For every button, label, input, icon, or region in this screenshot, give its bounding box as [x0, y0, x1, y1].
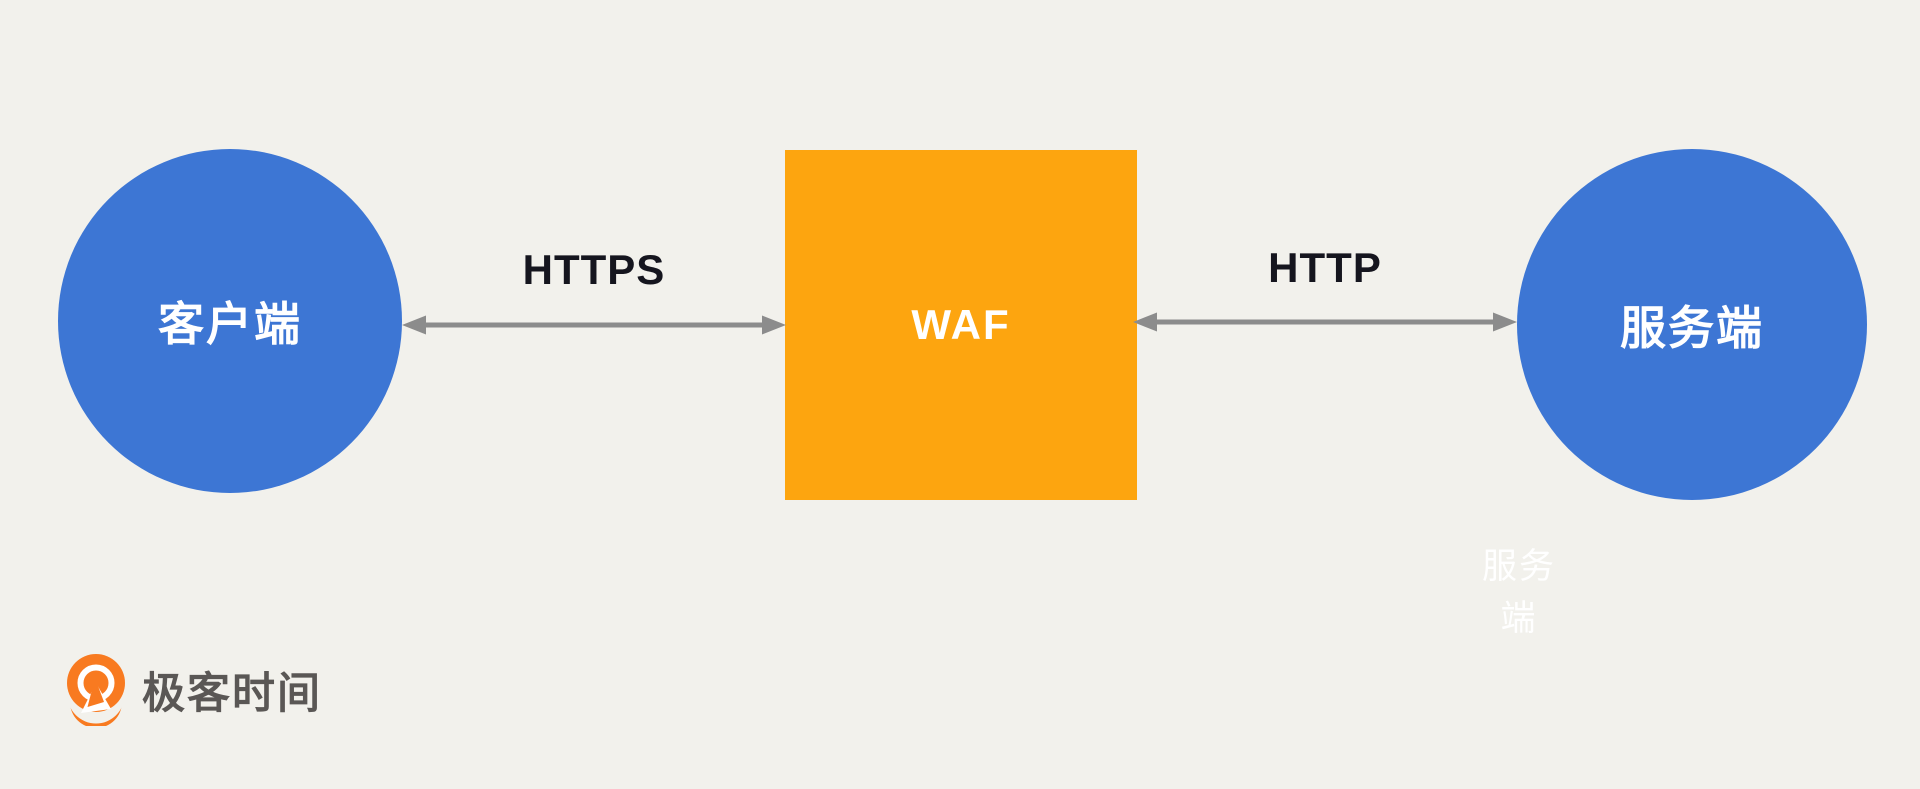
http-link-label: HTTP [1268, 244, 1382, 291]
server-ghost-label-line1: 服务 [1481, 547, 1556, 586]
client-node-label: 客户端 [158, 298, 302, 350]
client-node: 客户端 [58, 149, 402, 493]
client-waf-double-arrow-icon [402, 313, 786, 342]
https-link-label: HTTPS [522, 246, 666, 293]
geektime-logo-text: 极客时间 [142, 670, 322, 718]
waf-node: WAF [785, 150, 1137, 500]
waf-node-label: WAF [911, 301, 1011, 348]
server-ghost-label-line2: 端 [1500, 599, 1538, 638]
waf-server-double-arrow-icon [1133, 310, 1517, 339]
geektime-logo: 极客时间 [60, 654, 322, 726]
geektime-logo-icon [67, 654, 125, 726]
server-ghost-label: 服务 端 [1439, 541, 1599, 645]
server-node-label: 服务端 [1620, 301, 1764, 354]
server-node: 服务端 [1517, 149, 1867, 500]
